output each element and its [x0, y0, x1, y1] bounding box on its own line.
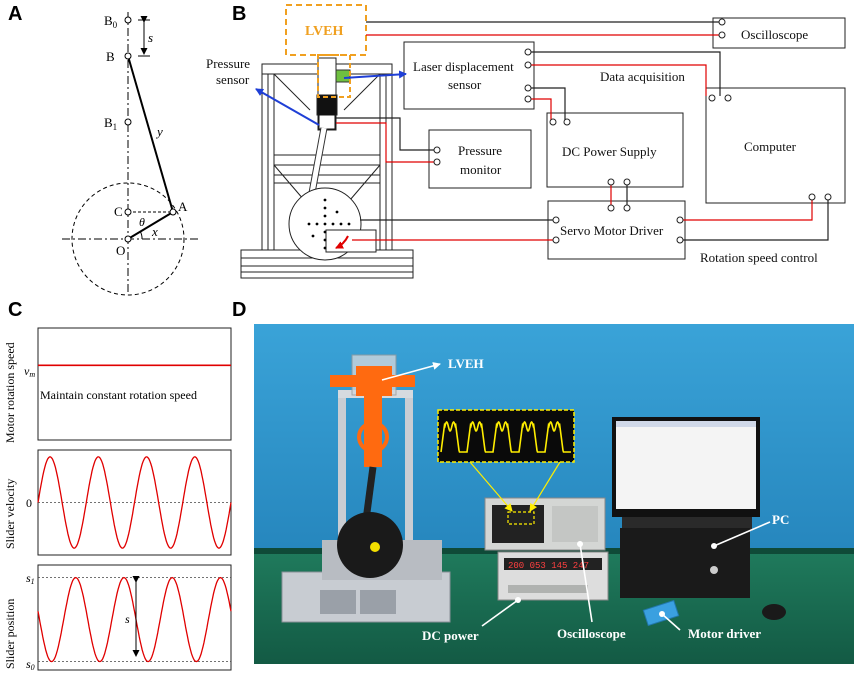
photo-keyboard: [622, 517, 752, 531]
panel-b: B: [206, 3, 846, 279]
label-y: y: [155, 124, 163, 139]
wires: [336, 21, 829, 241]
wire-laser-computer-black: [525, 51, 721, 96]
theta-arc: [139, 230, 143, 240]
arrow-pressure-sensor: [255, 88, 320, 126]
pressure-monitor-label-1: Pressure: [458, 143, 502, 158]
laser-sensor-box: [403, 41, 535, 110]
wire-servo-computer-black: [680, 197, 829, 241]
rotation-speed-control-label: Rotation speed control: [700, 250, 818, 265]
label-c: C: [114, 204, 123, 219]
point-a: [169, 208, 177, 216]
tick-s1: s1: [26, 571, 35, 586]
terminals: [433, 18, 832, 244]
rotation-arrow: [335, 235, 349, 249]
computer-label: Computer: [744, 139, 797, 154]
photo-pc: [612, 417, 786, 627]
waveform-inset: [437, 409, 575, 463]
photo-test-rig: [281, 354, 451, 623]
wire-sensor-monitor-black: [336, 117, 437, 151]
laser-label-2: sensor: [448, 77, 482, 92]
connecting-rod: [127, 55, 174, 213]
tick-s0: s0: [26, 657, 35, 672]
test-rig-drawing: [240, 57, 414, 279]
point-c: [124, 208, 132, 216]
pressure-sensor-label-1: Pressure: [206, 56, 250, 71]
motor-speed-plot: [37, 327, 232, 441]
servo-driver-label: Servo Motor Driver: [560, 223, 664, 238]
waveform-trace: [440, 420, 571, 453]
servo-driver-box: [547, 200, 686, 260]
motor-note: Maintain constant rotation speed: [40, 388, 197, 402]
rig-flywheel-holes: [307, 198, 351, 250]
label-theta: θ: [139, 215, 145, 229]
slider-position-plot: [37, 564, 232, 671]
label-s: s: [148, 30, 153, 45]
panel-letter-b: B: [232, 3, 246, 25]
lveh-region: [317, 54, 351, 98]
panel-letter-a: A: [8, 3, 22, 25]
laser-label-1: Laser displacement: [413, 59, 514, 74]
photo-oscilloscope-label: Oscilloscope: [557, 626, 626, 641]
lveh-label: LVEH: [305, 24, 344, 39]
label-o: O: [116, 243, 125, 258]
wire-laser-dc-red: [525, 98, 552, 120]
wire-laser-dc-black: [525, 87, 566, 120]
slider-position-ylabel: Slider position: [3, 599, 17, 669]
photo-lveh-label: LVEH: [448, 356, 484, 371]
label-a: A: [178, 199, 188, 214]
photo-flywheel: [337, 512, 403, 578]
panel-d: D 200 053 14: [232, 299, 854, 664]
pressure-monitor-label-2: monitor: [460, 162, 502, 177]
rig-laser-sensor: [335, 69, 351, 83]
pressure-sensor-label-2: sensor: [216, 72, 250, 87]
photo-instruments: 200 053 145 247: [484, 497, 609, 601]
crank-arm: [127, 211, 174, 240]
velocity-curve: [37, 456, 232, 549]
photo-pc-label: PC: [772, 512, 789, 527]
panel-letter-d: D: [232, 299, 246, 321]
rig-mid-beam: [273, 154, 381, 166]
label-x: x: [151, 224, 158, 239]
point-o: [124, 235, 132, 243]
label-b1: B1: [104, 115, 117, 132]
panel-c: C Motor rotation speed Slider velocity S…: [3, 299, 232, 672]
tick-zero: 0: [26, 496, 32, 510]
panel-a: A B0 B B1 s y A C O x θ: [8, 3, 200, 296]
photo-callouts: LVEH PC DC power Oscilloscope Motor driv…: [381, 356, 789, 643]
panel-letter-c: C: [8, 299, 22, 321]
photo-mouse: [762, 604, 786, 620]
oscilloscope-label: Oscilloscope: [741, 27, 808, 42]
photo-motor-driver-label: Motor driver: [688, 626, 761, 641]
tick-vm: vm: [24, 364, 35, 379]
photo-dc-display: 200 053 145 247: [508, 561, 589, 571]
oscilloscope-box: [712, 17, 846, 49]
label-b: B: [106, 49, 115, 64]
wire-servo-computer-red: [680, 197, 813, 221]
motor-speed-ylabel: Motor rotation speed: [3, 342, 17, 443]
point-b1: [124, 118, 132, 126]
dc-power-supply-label: DC Power Supply: [562, 144, 657, 159]
oscilloscope-screen-highlight: [507, 511, 535, 525]
pressure-monitor-box: [428, 129, 532, 189]
wire-laser-computer-red: [525, 64, 707, 96]
crank-circle: [71, 182, 185, 296]
photo-dc-power-label: DC power: [422, 628, 479, 643]
data-acquisition-label: Data acquisition: [600, 69, 685, 84]
point-b0: [124, 16, 132, 24]
dc-power-supply-box: [546, 112, 684, 188]
label-b0: B0: [104, 13, 118, 30]
computer-box: [705, 87, 846, 204]
arrow-laser-sensor: [343, 70, 407, 79]
photo-orange-rod: [364, 395, 382, 467]
wire-sensor-monitor-red: [336, 122, 437, 163]
slider-velocity-ylabel: Slider velocity: [3, 479, 17, 549]
label-stroke-s: s: [125, 612, 130, 626]
point-b: [124, 52, 132, 60]
